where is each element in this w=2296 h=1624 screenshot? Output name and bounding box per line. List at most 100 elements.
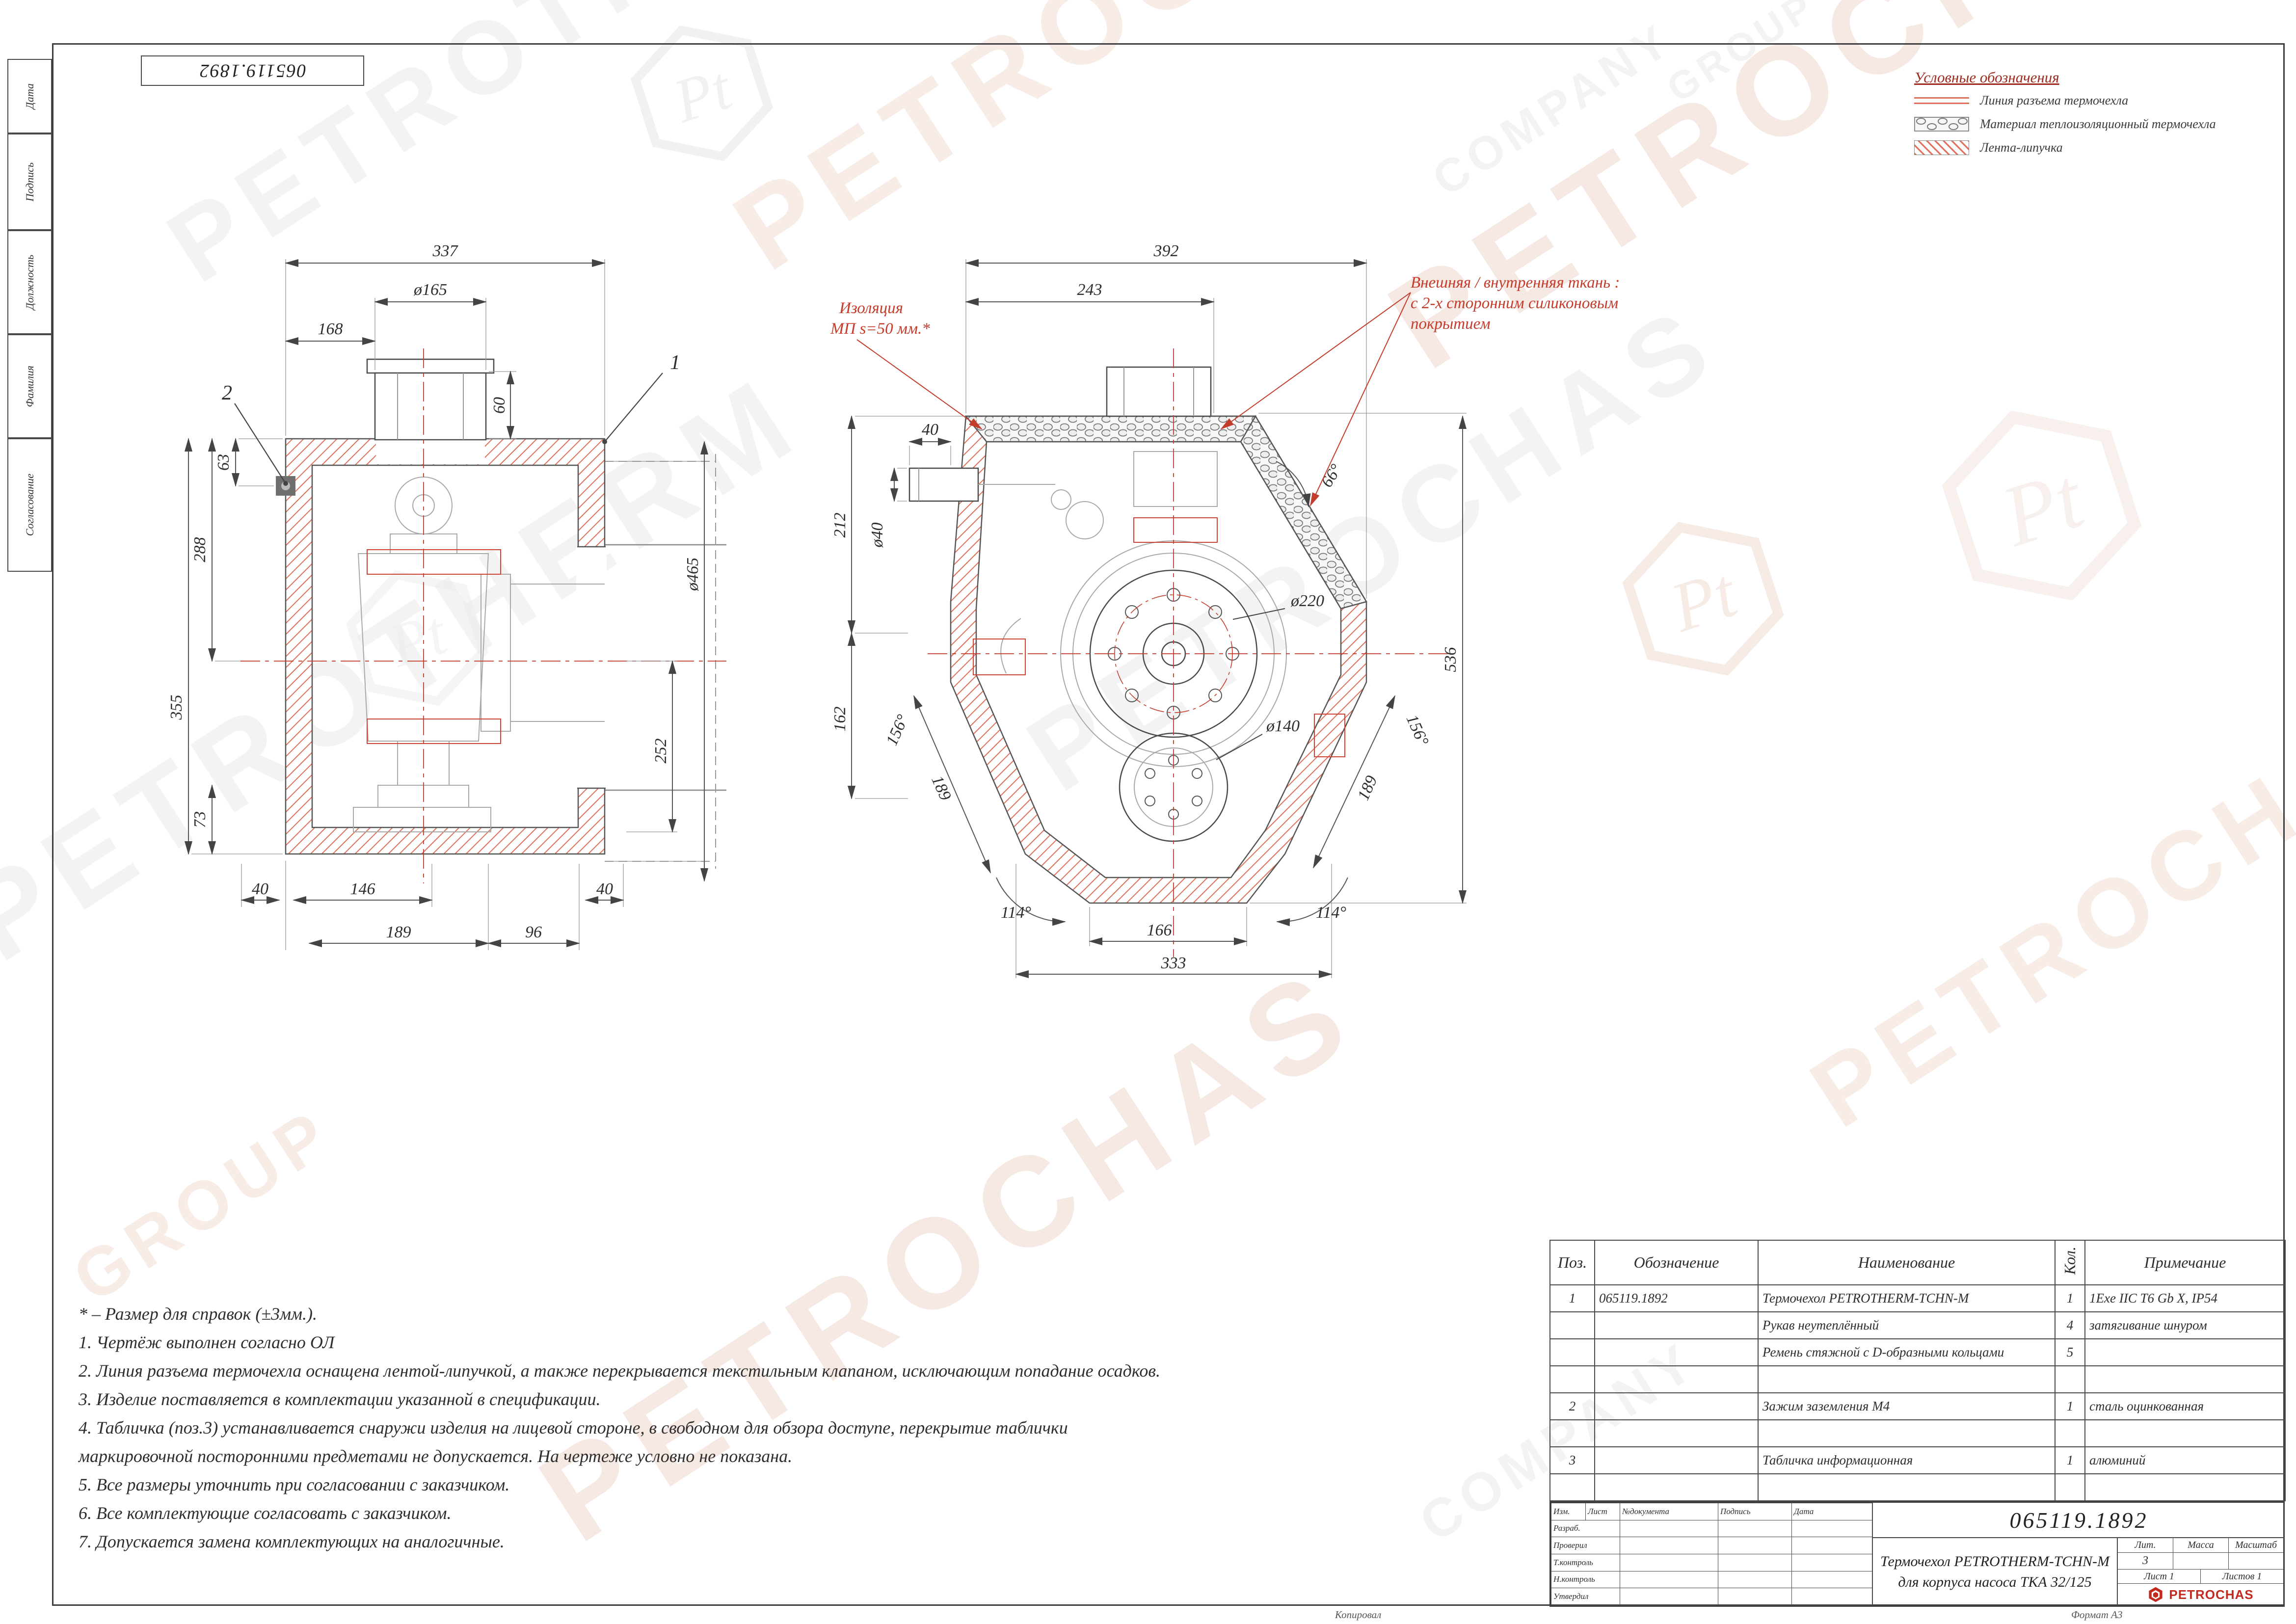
legend-title: Условные обозначения — [1914, 69, 2059, 86]
dim-40-right: 40 — [596, 880, 613, 898]
dim-465: ø465 — [684, 558, 702, 591]
fabric-note-line3: покрытием — [1411, 315, 1491, 333]
dim-63: 63 — [214, 454, 233, 471]
role-developer: Разраб. — [1551, 1519, 1620, 1538]
sheets-total: Листов 1 — [2201, 1570, 2283, 1584]
scale-label: Масштаб — [2229, 1538, 2283, 1553]
spec-row — [1549, 1419, 2286, 1447]
stamp-cell-approval: Согласование — [7, 438, 52, 572]
legend-item-label: Лента-липучка — [1980, 140, 2063, 155]
sheet-number: Лист 1 — [2118, 1570, 2201, 1584]
pt-hexagon-watermark: Pt — [1942, 410, 2142, 601]
spec-header-row: Поз. Обозначение Наименование Кол. Приме… — [1549, 1240, 2286, 1285]
front-view-geometry — [908, 348, 1448, 957]
note-line: 2. Линия разъема термочехла оснащена лен… — [79, 1361, 1160, 1381]
col-izm: Изм. — [1551, 1503, 1586, 1520]
dim-189-right: 189 — [1354, 773, 1381, 803]
drawing-frame — [52, 43, 2285, 1606]
main-title-block: Изм. Лист №документа Подпись Дата Разраб… — [1549, 1501, 2285, 1607]
dim-168: 168 — [318, 320, 343, 338]
drawing-title-line1: Термочехол PETROTHERM-TCHN-M — [1880, 1553, 2110, 1570]
front-view-dim-labels: 392 243 40 212 ø40 162 66° 536 ø220 ø140… — [831, 242, 1460, 972]
side-view: 337 ø165 168 60 63 288 355 73 ø465 252 4… — [167, 242, 726, 950]
dim-333: 333 — [1161, 954, 1186, 972]
fabric-note-line1: Внешняя / внутренняя ткань : — [1411, 274, 1620, 292]
dim-40: 40 — [922, 421, 938, 439]
callout-2: 2 — [222, 382, 232, 404]
petrochas-logo-text: PETROCHAS — [2169, 1587, 2254, 1602]
note-line: маркировочной посторонними предметами не… — [79, 1446, 793, 1466]
stamp-label: Подпись — [23, 162, 36, 202]
doc-number-box: 065119.1892 — [141, 55, 364, 86]
dim-189-left: 189 — [928, 773, 955, 803]
doc-number-rotated: 065119.1892 — [199, 60, 306, 81]
insulation-note-line1: Изоляция — [839, 299, 903, 317]
dim-73: 73 — [191, 811, 209, 828]
col-sign: Подпись — [1718, 1503, 1792, 1520]
velcro-tape-symbol — [1914, 140, 1969, 155]
dim-156deg-right: 156° — [1403, 712, 1432, 748]
spec-row: Ремень стяжной с D-образными кольцами 5 — [1549, 1338, 2286, 1366]
dim-189: 189 — [386, 923, 411, 941]
legend-item-label: Материал теплоизоляционный термочехла — [1980, 117, 2216, 131]
legend-item: Материал теплоизоляционный термочехла — [1914, 117, 2287, 132]
dim-60: 60 — [490, 397, 508, 414]
dim-162: 162 — [831, 707, 849, 732]
dim-337: 337 — [432, 242, 459, 260]
role-tcontrol: Т.контроль — [1551, 1553, 1620, 1571]
note-line: 5. Все размеры уточнить при согласовании… — [79, 1475, 510, 1494]
spec-header-designation: Обозначение — [1594, 1240, 1759, 1285]
technical-notes: * – Размер для справок (±3мм.). 1. Чертё… — [79, 1300, 1502, 1556]
note-line: 4. Табличка (поз.3) устанавливается снар… — [79, 1418, 1068, 1438]
col-list: Лист — [1585, 1503, 1620, 1520]
front-view-annotations: Изоляция МП s=50 мм.* Внешняя / внутренн… — [830, 274, 1620, 506]
title-block-doc-number: 065119.1892 — [1872, 1503, 2285, 1538]
role-approver: Утвердил — [1551, 1588, 1620, 1605]
callout-1: 1 — [670, 351, 680, 374]
dim-96: 96 — [525, 923, 542, 941]
footer-copy-label: Копировал — [1335, 1609, 1382, 1621]
lit-value: 3 — [2118, 1553, 2173, 1570]
title-block-right: Лит. Масса Масштаб 3 Лист 1 Листов 1 — [2117, 1538, 2283, 1605]
spec-row: Рукав неутеплённый 4 затягивание шнуром — [1549, 1311, 2286, 1339]
dim-40-left: 40 — [252, 880, 268, 898]
spec-row — [1549, 1365, 2286, 1393]
spec-row: 1 065119.1892 Термочехол PETROTHERM-TCHN… — [1549, 1284, 2286, 1312]
petrochas-logo-icon — [2149, 1587, 2163, 1602]
legend-item: Линия разъема термочехла — [1914, 93, 2287, 108]
stamp-cell-position: Должность — [7, 230, 52, 334]
dim-252: 252 — [652, 739, 670, 764]
dim-536: 536 — [1442, 647, 1460, 672]
seam-line-symbol — [1914, 97, 1969, 104]
spec-header-qty: Кол. — [2055, 1240, 2085, 1285]
dim-220: ø220 — [1290, 592, 1324, 610]
note-line: 7. Допускается замена комплектующих на а… — [79, 1532, 505, 1551]
spec-header-pos: Поз. — [1549, 1240, 1595, 1285]
col-docnum: №документа — [1620, 1503, 1718, 1520]
spec-row — [1549, 1473, 2286, 1501]
signature-grid: Изм. Лист №документа Подпись Дата Разраб… — [1551, 1503, 1872, 1605]
dim-146: 146 — [350, 880, 375, 898]
note-line: 1. Чертёж выполнен согласно ОЛ — [79, 1332, 335, 1352]
stamp-label: Фамилия — [23, 365, 36, 407]
dim-355: 355 — [167, 695, 186, 720]
dim-156deg-left: 156° — [882, 712, 912, 748]
dim-166: 166 — [1147, 921, 1172, 939]
side-view-geometry — [240, 348, 726, 883]
spec-row: 3 Табличка информационная 1 алюминий — [1549, 1446, 2286, 1474]
stamp-label: Дата — [23, 83, 36, 109]
insulation-material-symbol — [1914, 117, 1969, 132]
note-line: * – Размер для справок (±3мм.). — [79, 1304, 318, 1324]
pt-hexagon-watermark: Pt — [346, 570, 489, 706]
dim-288: 288 — [191, 537, 209, 562]
spec-header-note: Примечание — [2084, 1240, 2286, 1285]
pt-hexagon-watermark: Pt — [1622, 522, 1784, 676]
insulation-note-line2: МП s=50 мм.* — [830, 320, 930, 338]
dim-392: 392 — [1153, 242, 1179, 260]
dim-212: 212 — [831, 513, 849, 538]
mass-label: Масса — [2173, 1538, 2229, 1553]
dim-114deg-right: 114° — [1316, 904, 1346, 922]
col-date: Дата — [1791, 1503, 1872, 1520]
